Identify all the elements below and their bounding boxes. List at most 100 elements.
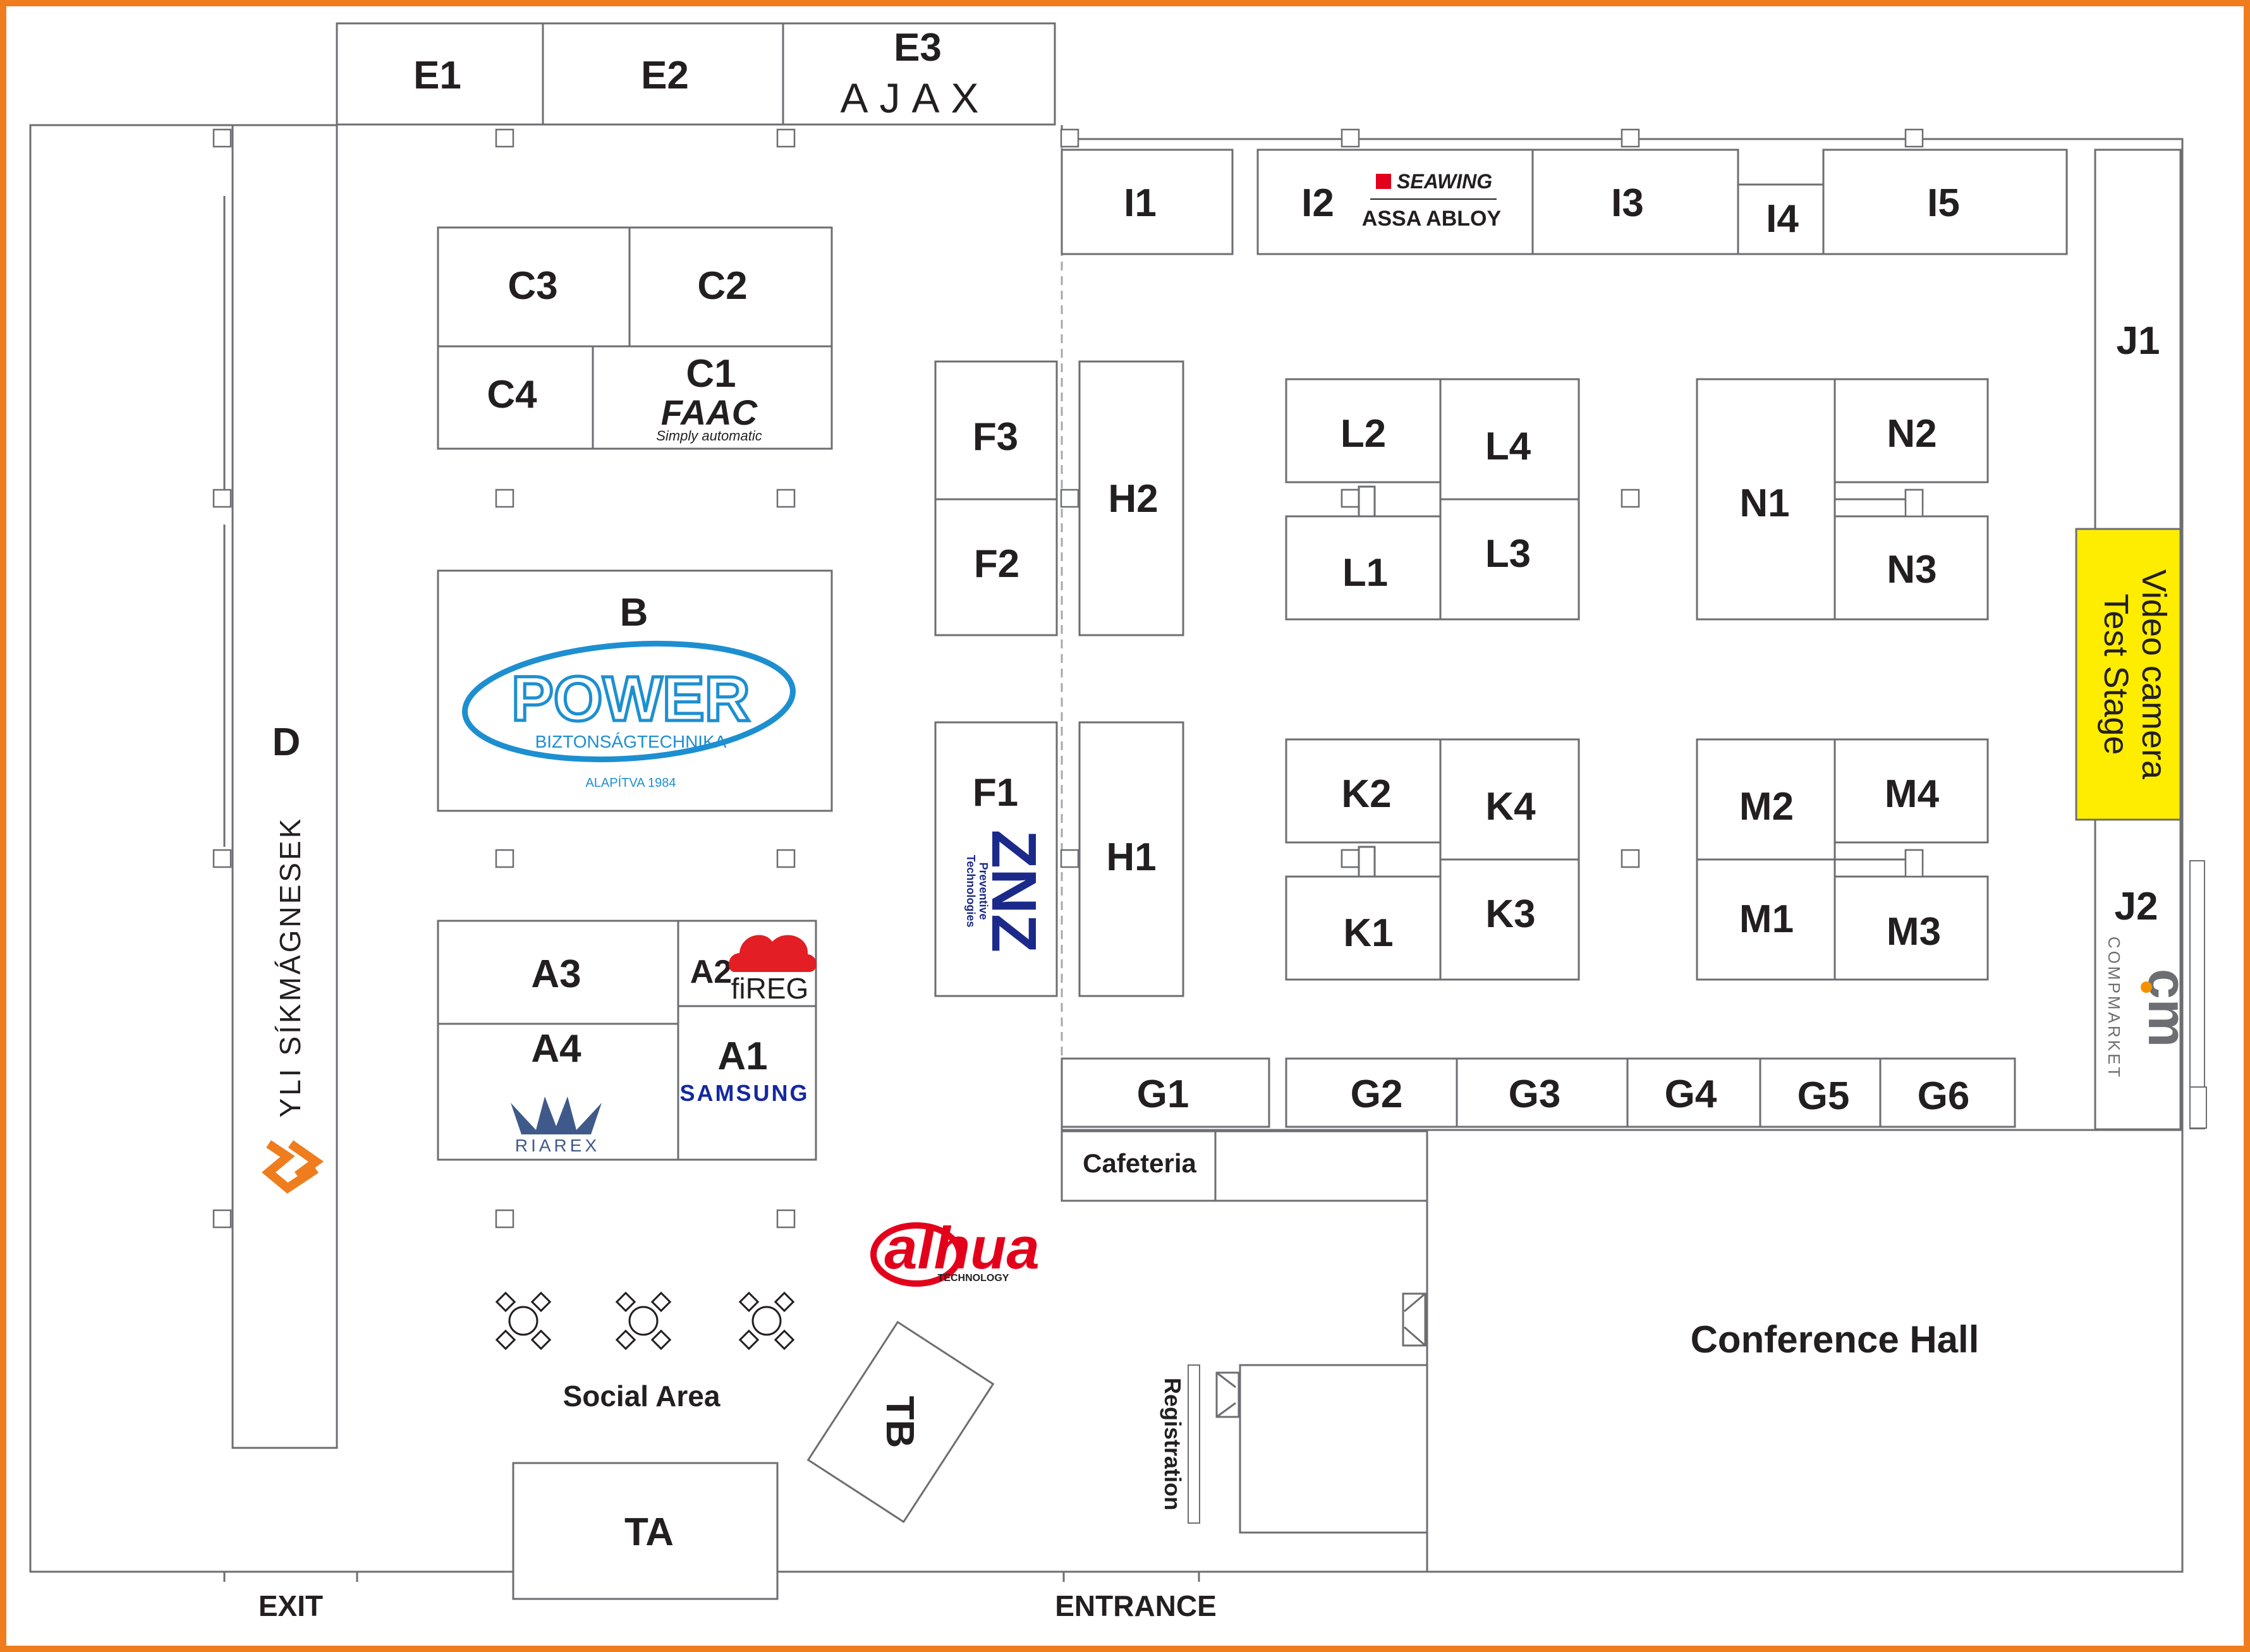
booth-n2[interactable]: N2 bbox=[1833, 378, 1989, 483]
booth-tb[interactable]: TB bbox=[806, 1320, 995, 1524]
pillar-n bbox=[1904, 489, 1924, 518]
faac-logo: FAAC bbox=[661, 392, 758, 432]
booth-a1-label: A1 bbox=[717, 1035, 767, 1078]
fireg-logo: fiREG bbox=[731, 972, 809, 1005]
booth-m2-label: M2 bbox=[1739, 785, 1794, 829]
registration-area[interactable]: Registration bbox=[1160, 1364, 1428, 1534]
booth-g1[interactable]: G1 bbox=[1061, 1057, 1270, 1128]
social-area[interactable]: Social Area bbox=[495, 1291, 795, 1412]
booth-d-label: D bbox=[272, 720, 301, 764]
booth-g6[interactable]: G6 bbox=[1879, 1057, 2016, 1128]
booth-e2[interactable]: E2 bbox=[542, 22, 784, 126]
booth-e1[interactable]: E1 bbox=[336, 22, 544, 126]
booth-l3-label: L3 bbox=[1485, 532, 1531, 576]
seawing-icon bbox=[1376, 174, 1391, 189]
booth-j2-label: J2 bbox=[2115, 885, 2158, 928]
cm-logo-dot bbox=[2141, 981, 2152, 993]
booth-k2-label: K2 bbox=[1341, 772, 1391, 816]
booth-k3[interactable]: K3 bbox=[1439, 858, 1580, 981]
booth-a2[interactable]: A2 fiREG bbox=[677, 920, 817, 1007]
yli-logo-icon bbox=[262, 1140, 324, 1194]
booth-f2-label: F2 bbox=[974, 542, 1019, 586]
seawing-logo: SEAWING bbox=[1397, 170, 1492, 193]
booth-h2[interactable]: H2 bbox=[1078, 360, 1184, 636]
pillar-k bbox=[1341, 849, 1360, 868]
booth-i5[interactable]: I5 bbox=[1822, 149, 2068, 255]
booth-a4-label: A4 bbox=[531, 1027, 581, 1071]
booth-c2[interactable]: C2 bbox=[628, 226, 833, 348]
booth-a1[interactable]: A1 SAMSUNG bbox=[677, 1005, 817, 1161]
booth-m4[interactable]: M4 bbox=[1833, 738, 1989, 844]
booth-n3-label: N3 bbox=[1887, 548, 1937, 592]
video-camera-test-stage[interactable]: Video camera Test Stage bbox=[2075, 528, 2182, 821]
power-logo-subtitle: BIZTONSÁGTECHNIKA bbox=[535, 732, 727, 751]
exit-label[interactable]: EXIT bbox=[258, 1589, 323, 1622]
znz-logo: ZNZ bbox=[978, 830, 1049, 952]
booth-c4[interactable]: C4 bbox=[437, 345, 594, 450]
booth-f2[interactable]: F2 bbox=[934, 498, 1058, 636]
booth-a4[interactable]: A4 RIAREX bbox=[437, 1023, 679, 1161]
booth-h1-label: H1 bbox=[1106, 835, 1156, 879]
booth-k4[interactable]: K4 bbox=[1439, 738, 1580, 861]
cm-logo: cm bbox=[2137, 969, 2198, 1047]
ajax-logo: AJAX bbox=[840, 75, 990, 121]
booth-m3[interactable]: M3 bbox=[1833, 875, 1989, 981]
booth-a3[interactable]: A3 bbox=[437, 920, 679, 1025]
booth-g1-label: G1 bbox=[1137, 1072, 1189, 1116]
booth-i1[interactable]: I1 bbox=[1061, 149, 1234, 255]
booth-d[interactable]: D YLI SÍKMÁGNESEK bbox=[231, 124, 338, 1449]
booth-k1[interactable]: K1 bbox=[1285, 875, 1442, 981]
booth-k2[interactable]: K2 bbox=[1285, 738, 1442, 844]
booth-c4-label: C4 bbox=[487, 373, 537, 416]
booth-j2[interactable]: J2 COMPMARKET cm bbox=[2094, 818, 2198, 1131]
booth-b[interactable]: B POWER BIZTONSÁGTECHNIKA ALAPÍTVA 1984 bbox=[437, 569, 833, 812]
booth-m2[interactable]: M2 bbox=[1696, 738, 1836, 861]
booth-n2-label: N2 bbox=[1887, 412, 1937, 456]
riarex-crown-icon bbox=[511, 1096, 602, 1134]
power-logo-swoosh bbox=[462, 640, 796, 763]
registration-label: Registration bbox=[1160, 1378, 1186, 1510]
booth-l2-label: L2 bbox=[1341, 412, 1386, 456]
booth-f1-label: F1 bbox=[973, 771, 1018, 815]
booth-g2-label: G2 bbox=[1351, 1072, 1403, 1116]
booth-f1[interactable]: F1 ZNZ Preventive Technologies bbox=[934, 721, 1058, 997]
booth-i4[interactable]: I4 bbox=[1737, 183, 1825, 255]
booth-i3[interactable]: I3 bbox=[1531, 149, 1739, 255]
entrance-label[interactable]: ENTRANCE bbox=[1055, 1589, 1217, 1622]
social-area-label: Social Area bbox=[563, 1380, 721, 1412]
booth-l1-label: L1 bbox=[1342, 551, 1388, 595]
booth-c1[interactable]: C1 FAAC Simply automatic bbox=[592, 345, 833, 450]
booth-l2[interactable]: L2 bbox=[1285, 378, 1442, 483]
riarex-logo: RIAREX bbox=[515, 1136, 600, 1155]
conference-hall-door-icon bbox=[1402, 1292, 1426, 1347]
conference-hall[interactable]: Conference Hall bbox=[1691, 1318, 1979, 1361]
booth-n3[interactable]: N3 bbox=[1833, 515, 1989, 621]
booth-m3-label: M3 bbox=[1887, 910, 1941, 954]
cafeteria[interactable]: Cafeteria bbox=[1061, 1130, 1428, 1202]
booth-k1-label: K1 bbox=[1343, 911, 1393, 955]
conference-hall-label: Conference Hall bbox=[1691, 1318, 1979, 1361]
booth-g4[interactable]: G4 bbox=[1626, 1057, 1761, 1128]
booth-j1[interactable]: J1 bbox=[2094, 149, 2182, 530]
table-icon bbox=[495, 1291, 552, 1351]
power-logo-founded: ALAPÍTVA 1984 bbox=[585, 775, 676, 790]
booth-f3-label: F3 bbox=[973, 415, 1018, 459]
booth-i2[interactable]: I2 SEAWING ASSA ABLOY bbox=[1256, 149, 1534, 255]
booth-e3[interactable]: E3 AJAX bbox=[782, 22, 1056, 126]
booth-ta[interactable]: TA bbox=[512, 1462, 779, 1600]
booth-l1[interactable]: L1 bbox=[1285, 515, 1442, 621]
booth-ta-label: TA bbox=[624, 1510, 674, 1554]
booth-tb-label: TB bbox=[878, 1396, 921, 1449]
booth-l3[interactable]: L3 bbox=[1439, 498, 1580, 621]
booth-g5[interactable]: G5 bbox=[1759, 1057, 1882, 1128]
booth-c3[interactable]: C3 bbox=[437, 226, 631, 348]
booth-n1[interactable]: N1 bbox=[1696, 378, 1836, 621]
booth-h1[interactable]: H1 bbox=[1078, 721, 1184, 997]
booth-g2[interactable]: G2 bbox=[1285, 1057, 1458, 1128]
booth-g3[interactable]: G3 bbox=[1456, 1057, 1629, 1128]
booth-f3[interactable]: F3 bbox=[934, 360, 1058, 501]
booth-m1[interactable]: M1 bbox=[1696, 858, 1836, 981]
booth-l4[interactable]: L4 bbox=[1439, 378, 1580, 501]
booth-i4-label: I4 bbox=[1766, 197, 1799, 241]
